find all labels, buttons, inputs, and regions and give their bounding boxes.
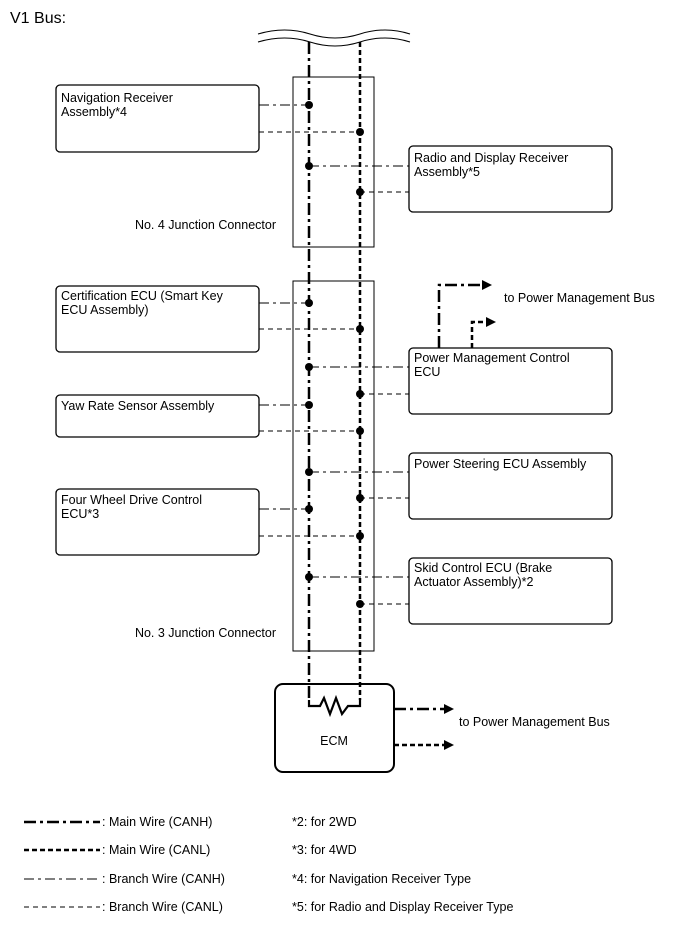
certification-ecu-label: Certification ECU (Smart Key ECU Assembl… [61,289,226,317]
note-4wd: *3: for 4WD [292,843,357,857]
legend-label-branch-canl: : Branch Wire (CANL) [102,900,223,914]
branch-wires-left [259,104,360,537]
skid-control-ecu-box [408,557,613,625]
power-mgmt-bus-outputs [437,280,496,348]
four-wheel-drive-ecu-box [55,488,260,556]
junction-connector-no3-label: No. 3 Junction Connector [135,626,276,640]
junction-connector-no3-box [292,280,375,652]
ecm-bus-outputs [394,704,454,750]
junction-connector-no4-label: No. 4 Junction Connector [135,218,276,232]
junction-connector-no4-box [292,76,375,248]
junction-dots [305,101,364,608]
skid-control-ecu-label: Skid Control ECU (Brake Actuator Assembl… [414,561,556,589]
legend-label-main-canl: : Main Wire (CANL) [102,843,210,857]
yaw-rate-sensor-label: Yaw Rate Sensor Assembly [61,399,215,413]
to-power-mgmt-bus-ecm-label: to Power Management Bus [459,715,610,729]
radio-display-receiver-box [408,145,613,213]
power-steering-ecu-label: Power Steering ECU Assembly [414,457,587,471]
yaw-rate-sensor-box [55,394,260,438]
navigation-receiver-label: Navigation Receiver Assembly*4 [61,91,176,119]
power-management-ecu-label: Power Management Control ECU [414,351,573,379]
cut-mark-upper [257,29,411,39]
legend-label-branch-canh: : Branch Wire (CANH) [102,872,225,886]
certification-ecu-box [55,285,260,353]
four-wheel-drive-ecu-label: Four Wheel Drive Control ECU*3 [61,493,206,521]
note-2wd: *2: for 2WD [292,815,357,829]
legend-label-main-canh: : Main Wire (CANH) [102,815,212,829]
ecm-box [274,683,395,773]
to-power-mgmt-bus-top-label: to Power Management Bus [504,291,655,305]
note-radio-display: *5: for Radio and Display Receiver Type [292,900,513,914]
power-steering-ecu-box [408,452,613,520]
ecm-label: ECM [320,734,348,748]
cut-mark-lower [257,37,411,47]
navigation-receiver-box [55,84,260,153]
diagram-title: V1 Bus: [10,10,66,27]
branch-wires-right [309,165,409,605]
power-management-ecu-box [408,347,613,415]
radio-display-receiver-label: Radio and Display Receiver Assembly*5 [414,151,572,179]
legend: : Main Wire (CANH) : Main Wire (CANL) : … [24,815,225,914]
note-nav-receiver: *4: for Navigation Receiver Type [292,872,471,886]
termination-resistor [307,694,362,718]
footnotes: *2: for 2WD *3: for 4WD *4: for Navigati… [292,815,513,914]
